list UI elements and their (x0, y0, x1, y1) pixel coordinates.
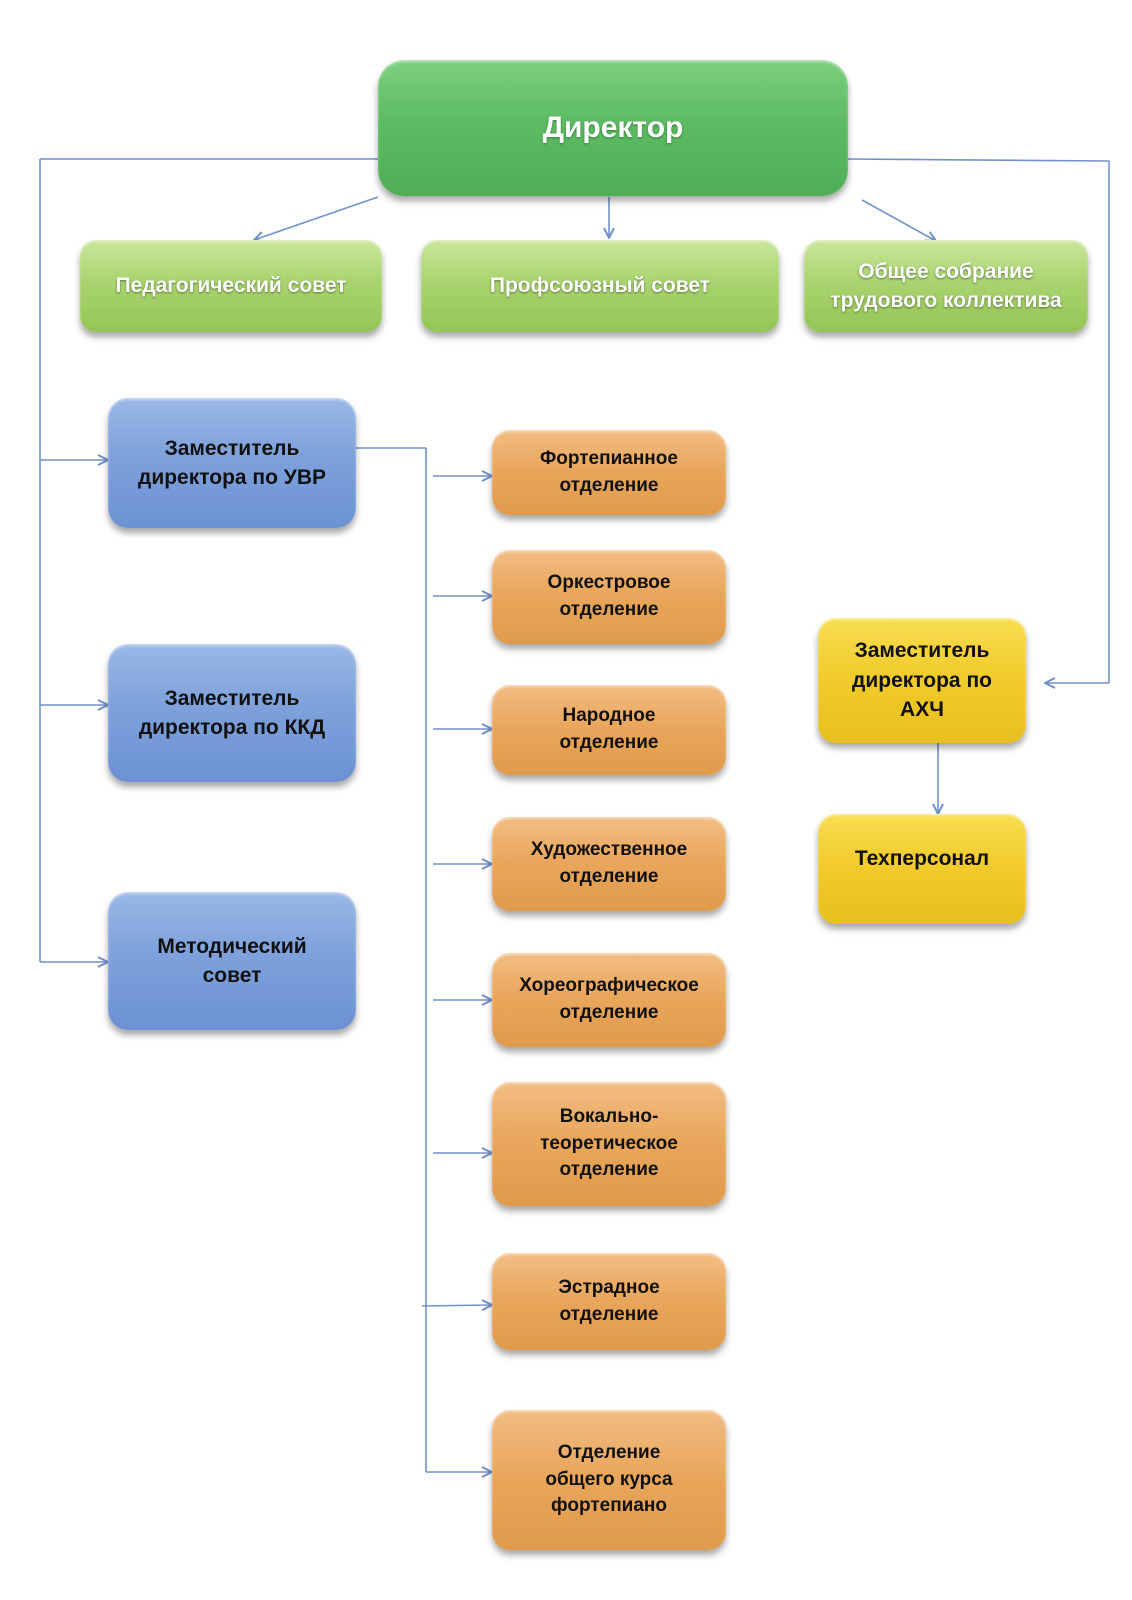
methodical-council-box: Методический совет (108, 892, 356, 1030)
deputy-uvr-label: Заместитель директора по УВР (137, 436, 326, 489)
general-meeting-box: Общее собрание трудового коллектива (804, 240, 1088, 332)
deputy-kkd-label: Заместитель директора по ККД (138, 686, 326, 739)
dept-folk-label: Народное отделение (559, 705, 659, 753)
dept-piano-box: Фортепианное отделение (492, 430, 726, 515)
trade-union-council-label: Профсоюзный совет (489, 274, 711, 298)
director-label: Директор (542, 111, 684, 144)
dept-pop-box: Эстрадное отделение (492, 1253, 726, 1350)
deputy-uvr-box: Заместитель директора по УВР (108, 398, 356, 528)
deputy-ahch-box: Заместитель директора по АХЧ (818, 618, 1026, 743)
methodical-council-label: Методический совет (157, 934, 307, 987)
pedagogical-council-label: Педагогический совет (115, 274, 347, 298)
dept-art-label: Художественное отделение (530, 839, 688, 887)
tech-staff-label: Техперсонал (854, 847, 990, 870)
dept-folk-box: Народное отделение (492, 685, 726, 775)
dept-vocal-theory-label: Вокально-теоретическое отделение (540, 1106, 678, 1181)
dept-orchestra-label: Оркестровое отделение (547, 572, 671, 620)
dept-piano-label: Фортепианное отделение (540, 447, 678, 496)
deputy-kkd-box: Заместитель директора по ККД (108, 644, 356, 782)
tech-staff-box: Техперсонал (818, 814, 1026, 924)
arrow-director-to-pedagogical-council (254, 196, 379, 240)
dept-choreography-box: Хореографическое отделение (492, 953, 726, 1047)
dept-vocal-theory-box: Вокально-теоретическое отделение (492, 1082, 726, 1206)
trade-union-council-box: Профсоюзный совет (421, 240, 779, 332)
dept-art-box: Художественное отделение (492, 817, 726, 911)
dept-orchestra-box: Оркестровое отделение (492, 550, 726, 644)
dept-choreography-label: Хореографическое отделение (519, 975, 699, 1023)
dept-pop-label: Эстрадное отделение (558, 1276, 660, 1325)
director-box: Директор (378, 60, 848, 196)
pedagogical-council-box: Педагогический совет (80, 240, 382, 332)
right-spine-top (847, 158, 1110, 162)
general-meeting-label: Общее собрание трудового коллектива (830, 259, 1062, 312)
deputy-ahch-label: Заместитель директора по АХЧ (852, 639, 992, 722)
arrow-director-to-general-meeting (861, 199, 936, 241)
arrow-to-dept-7 (421, 1305, 492, 1306)
dept-general-piano-box: Отделение общего курса фортепиано (492, 1410, 726, 1550)
dept-general-piano-label: Отделение общего курса фортепиано (545, 1442, 673, 1517)
